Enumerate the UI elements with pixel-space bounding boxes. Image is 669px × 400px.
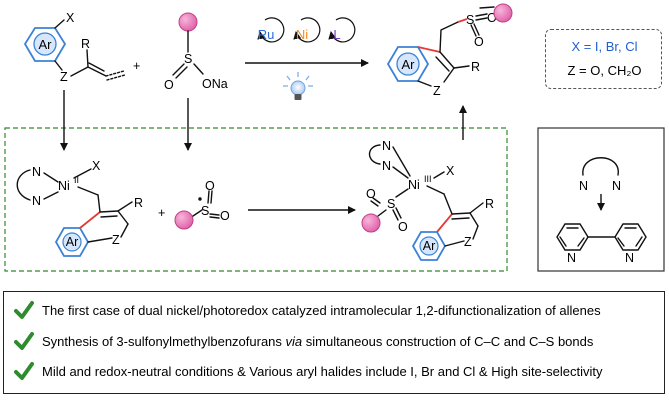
svg-text:III: III [424, 174, 432, 184]
main-reaction-arrow: Ru Ni L [245, 17, 369, 100]
svg-text:N: N [382, 139, 391, 153]
svg-text:L: L [333, 27, 340, 42]
sodium-sulfinate: S O ONa [164, 12, 228, 92]
highlight-item: Mild and redox-neutral conditions & Vari… [14, 360, 602, 382]
nickel-iii-intermediate: N N Ni III X S O O Ar R Z [361, 139, 494, 261]
light-bulb-icon [283, 72, 313, 100]
ar-label: Ar [39, 37, 53, 52]
highlight-text-2: Synthesis of 3-sulfonylmethylbenzofurans… [42, 333, 594, 349]
sulfinate-ona: ONa [202, 77, 228, 91]
svg-text:Ni: Ni [58, 179, 70, 193]
benzofuran-product: Ar Z R S O O [386, 3, 513, 98]
svg-text:N: N [32, 194, 41, 208]
product-o1-label: O [474, 35, 484, 49]
legend-z-definition: Z = O, CH₂O [567, 63, 642, 78]
catalyst-l: L [328, 17, 356, 43]
reaction-scheme: Ar X Z R + S O ONa Ru Ni L [4, 3, 665, 272]
highlights-box: The first case of dual nickel/photoredox… [3, 291, 665, 394]
svg-text:Z: Z [112, 233, 120, 247]
halide-x-label: X [66, 11, 75, 25]
checkmark-icon [14, 332, 34, 350]
svg-text:N: N [579, 179, 588, 193]
product-s-label: S [466, 13, 474, 27]
sulfinate-o: O [164, 78, 174, 92]
svg-text:O: O [366, 187, 376, 201]
svg-text:Ar: Ar [423, 239, 436, 253]
product-o2-label: O [487, 11, 497, 25]
checkmark-icon [14, 362, 34, 380]
product-z-label: Z [433, 84, 441, 98]
svg-text:N: N [567, 251, 576, 265]
svg-text:S: S [201, 204, 209, 218]
svg-text:R: R [134, 196, 143, 210]
nickel-ii-intermediate: N N Ni II X Ar R Z [16, 159, 143, 257]
svg-text:X: X [446, 164, 455, 178]
svg-text:N: N [612, 179, 621, 193]
product-r-label: R [471, 60, 480, 74]
highlight-item: Synthesis of 3-sulfonylmethylbenzofurans… [14, 330, 593, 352]
svg-text:R: R [485, 197, 494, 211]
svg-text:II: II [74, 175, 79, 185]
svg-text:N: N [625, 251, 634, 265]
ligand-bipyridine: N N N N [556, 157, 647, 265]
svg-text:S: S [387, 197, 395, 211]
svg-text:O: O [220, 209, 230, 223]
catalyst-ni: Ni [293, 17, 321, 43]
r-label: R [81, 37, 90, 51]
legend-x-definition: X = I, Br, Cl [571, 39, 638, 54]
svg-text:X: X [92, 159, 101, 173]
sulfinate-s: S [184, 52, 192, 66]
catalytic-cycle-box [4, 127, 508, 272]
svg-text:Ni: Ni [408, 178, 420, 192]
legend-box: X = I, Br, Cl Z = O, CH₂O [545, 29, 662, 89]
product-ar-label: Ar [402, 57, 416, 72]
svg-text:O: O [205, 179, 215, 193]
svg-text:Z: Z [464, 235, 472, 249]
highlight-text-1: The first case of dual nickel/photoredox… [42, 302, 601, 318]
highlight-item: The first case of dual nickel/photoredox… [14, 299, 601, 321]
highlight-text-3: Mild and redox-neutral conditions & Vari… [42, 363, 603, 379]
plus-sign: + [133, 59, 140, 73]
plus-sign-2: + [158, 206, 165, 220]
svg-text:N: N [32, 165, 41, 179]
z-label: Z [60, 70, 68, 84]
checkmark-icon [14, 301, 34, 319]
svg-text:Ru: Ru [258, 27, 275, 42]
svg-text:N: N [382, 159, 391, 173]
catalyst-ru: Ru [257, 17, 285, 43]
svg-text:Ar: Ar [66, 235, 79, 249]
svg-text:Ni: Ni [296, 27, 308, 42]
ligand-box [537, 127, 665, 272]
aryl-allene-substrate: Ar X Z R [23, 11, 126, 84]
svg-text:O: O [398, 220, 408, 234]
sulfonyl-radical: S O O [174, 179, 230, 230]
